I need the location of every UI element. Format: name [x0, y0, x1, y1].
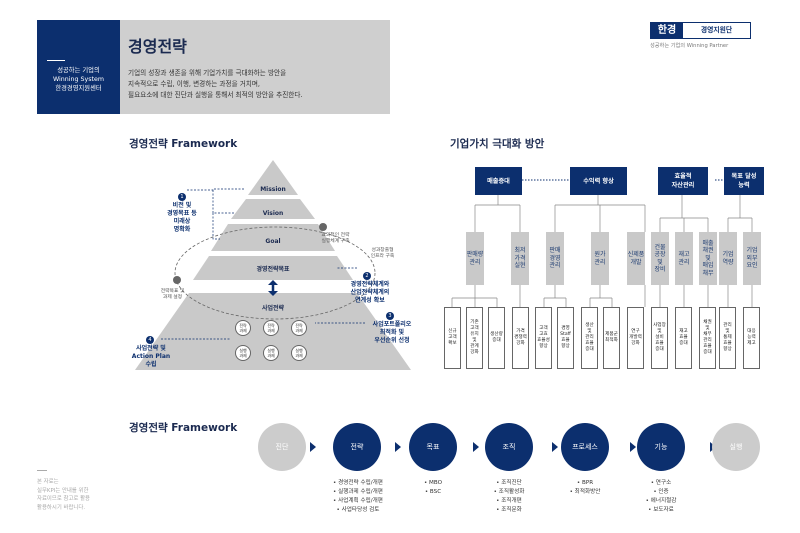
cycle-dot-top — [319, 223, 327, 231]
leaf-staff-efficiency: 경영 Staff 효율 향상 — [557, 307, 574, 369]
step-execution: 실행 — [712, 423, 760, 471]
process-title: 경영전략 Framework — [129, 422, 238, 434]
strategy-task-1: 전략 과제 — [235, 320, 251, 336]
leaf-rnd: 연구 개발력 강화 — [627, 307, 644, 369]
header-left-bar — [47, 60, 65, 61]
level-vision: Vision — [262, 210, 284, 217]
action-task-1: 실행 과제 — [235, 345, 251, 361]
leaf-response-capability: 대응 능력 제고 — [743, 307, 760, 369]
step-function: 기능 — [637, 423, 685, 471]
header-left-text: 성공하는 기업의 Winning System 한경경영지원센터 — [52, 67, 105, 92]
level-target: 경영전략목표 — [256, 266, 290, 273]
mid-sales-volume: 판매량 관리 — [466, 232, 484, 285]
top-sales-growth: 매출증대 — [475, 167, 522, 195]
pyramid-band-mission — [248, 160, 298, 195]
bullets-strategy: • 경영전략 수립/개편 • 실행과제 수립/개편 • 사업계획 수립/개편 •… — [333, 480, 383, 513]
header-right-panel — [120, 20, 390, 114]
bullets-organization: • 조직진단 • 조직활성화 • 조직개편 • 조직문화 — [493, 480, 525, 513]
leaf-new-customers: 신규 고객 확보 — [444, 307, 461, 369]
note-execution-system: 효과적인 전략 실행체계 구축 — [321, 233, 350, 244]
step-target: 목표 — [409, 423, 457, 471]
framework-title: 경영전략 Framework — [129, 138, 238, 150]
strategy-task-3: 전략 과제 — [291, 320, 307, 336]
callout-line-1c — [212, 213, 220, 240]
leaf-inventory-efficiency: 재고 효율 증대 — [675, 307, 692, 369]
note-vision-goal: 비전 및 경영목표 등 미래상 명확화 — [167, 202, 197, 233]
step-number-2: 2 — [363, 272, 371, 280]
pyramid-band-target — [193, 256, 353, 280]
mid-lowest-price: 최저 가격 실현 — [511, 232, 529, 285]
mid-company-capability: 기업 역량 — [719, 232, 737, 285]
mid-new-product: 신제품 개발 — [627, 232, 645, 285]
leaf-debt-management: 채권 및 채무 관리 효율 증대 — [699, 307, 716, 369]
mid-cost-management: 원가 관리 — [591, 232, 609, 285]
top-profit-improve: 수익력 향상 — [570, 167, 627, 195]
logo-text: 경영지원단 — [700, 26, 733, 34]
level-biz-strategy: 사업전략 — [261, 305, 285, 312]
step-number-3: 3 — [386, 312, 394, 320]
level-goal: Goal — [265, 238, 281, 245]
bullets-function: • 연구소 • 인증 • 에너지절감 • 보도자료 — [645, 480, 677, 513]
step-diagnosis: 진단 — [258, 423, 306, 471]
leaf-product-line: 제품군 최적화 — [603, 307, 620, 369]
side-note: 본 자료는 실무KPI는 안내를 위한 자료이므로 참고로 활용 활용하시기 바… — [37, 479, 91, 511]
cycle-ellipse — [174, 226, 376, 320]
arrow-1 — [310, 442, 316, 452]
step-organization: 조직 — [485, 423, 533, 471]
step-strategy: 전략 — [333, 423, 381, 471]
value-title: 기업가치 극대화 방안 — [450, 138, 545, 150]
top-asset-management: 효율적 자산관리 — [658, 167, 708, 195]
note-target-setting: 전략목표 및 과제 설정 — [160, 289, 185, 300]
step-process: 프로세스 — [561, 423, 609, 471]
arrow-5 — [630, 442, 636, 452]
bullets-process: • BPR • 최적화방안 — [569, 480, 601, 495]
value-tree-lines — [451, 179, 753, 307]
mid-sales-management: 판매 경영 관리 — [546, 232, 564, 285]
mid-inventory: 재고 관리 — [675, 232, 693, 285]
arrow-3 — [473, 442, 479, 452]
double-arrow-head-up — [268, 280, 278, 285]
arrow-2 — [395, 442, 401, 452]
brand-logo: 한경 경영지원단 — [650, 22, 751, 39]
leaf-production-efficiency: 생산 및 관리 효율 증대 — [581, 307, 598, 369]
page-title: 경영전략 — [128, 37, 187, 56]
leaf-facility-efficiency: 사업장 및 설비 효율 증대 — [651, 307, 668, 369]
logo-tagline: 성공하는 기업의 Winning Partner — [650, 43, 729, 49]
cycle-dot-left — [173, 276, 181, 284]
pyramid-band-goal — [211, 224, 335, 251]
note-linkage: 경영전략체계와 산업전략체계의 연계성 확보 — [350, 281, 390, 304]
leaf-retain-customers: 기존 고객 유지 및 관계 강화 — [466, 307, 483, 369]
step-number-4: 4 — [146, 336, 154, 344]
mid-receivables: 매출 채권 및 매입 채무 — [699, 232, 717, 285]
action-task-2: 실행 과제 — [263, 345, 279, 361]
callout-line-1 — [187, 188, 245, 191]
page-description: 기업의 성장과 생존을 위해 기업가치를 극대화하는 방안을 지속적으로 수립,… — [128, 69, 303, 99]
leaf-price-competitiveness: 가격 경쟁력 강화 — [512, 307, 529, 369]
strategy-task-2: 전략 과제 — [263, 320, 279, 336]
note-action-plan: 사업전략 및 Action Plan 수립 — [131, 345, 171, 368]
header-left-panel: 성공하는 기업의 Winning System 한경경영지원센터 — [37, 20, 120, 114]
note-infra: 성과창출형 인프라 구축 — [370, 248, 395, 259]
mid-external-factors: 기업 외부 요인 — [743, 232, 761, 285]
note-portfolio: 사업포트폴리오 최적화 및 우선순위 선정 — [372, 321, 412, 344]
mid-facilities: 건물 공장 및 장비 — [651, 232, 669, 285]
top-goal-capability: 목표 달성 능력 — [724, 167, 764, 195]
level-mission: Mission — [260, 186, 286, 193]
bullets-target: • MBO • BSC — [423, 480, 443, 495]
leaf-customer-efficiency: 고객 고효 효율성 향상 — [535, 307, 552, 369]
step-number-1: 1 — [178, 193, 186, 201]
callout-line-1b — [212, 190, 235, 214]
leaf-control-efficiency: 관리 및 통제 효율 향상 — [719, 307, 736, 369]
arrow-4 — [552, 442, 558, 452]
pyramid-band-vision — [231, 199, 315, 219]
leaf-production-volume: 생산량 증대 — [488, 307, 505, 369]
side-note-bar — [37, 470, 47, 471]
double-arrow-head-down — [268, 291, 278, 296]
action-task-3: 실행 과제 — [291, 345, 307, 361]
logo-mark: 한경 — [651, 23, 683, 38]
